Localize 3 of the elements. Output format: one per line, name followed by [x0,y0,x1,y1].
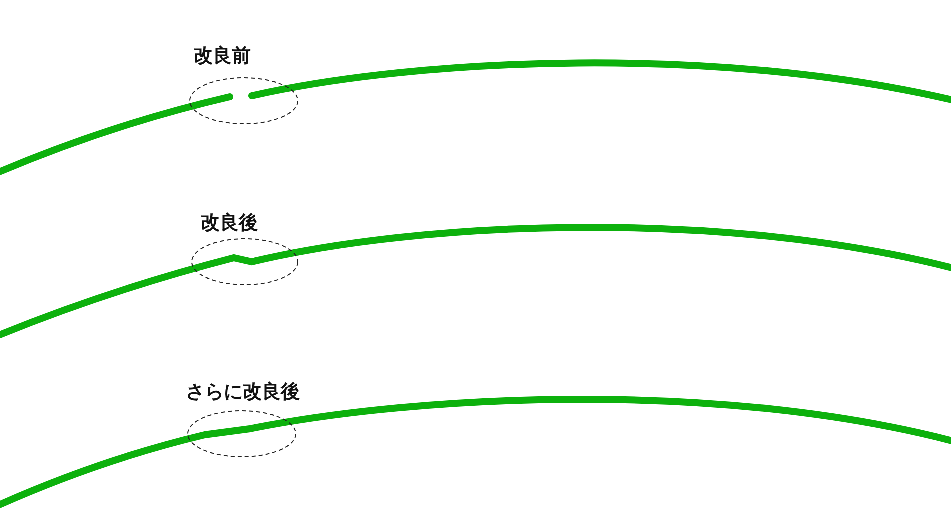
heading-text: 改良後 [201,212,258,234]
heading-text: さらに改良後 [186,381,300,403]
heading-text: 改良前 [194,45,251,67]
